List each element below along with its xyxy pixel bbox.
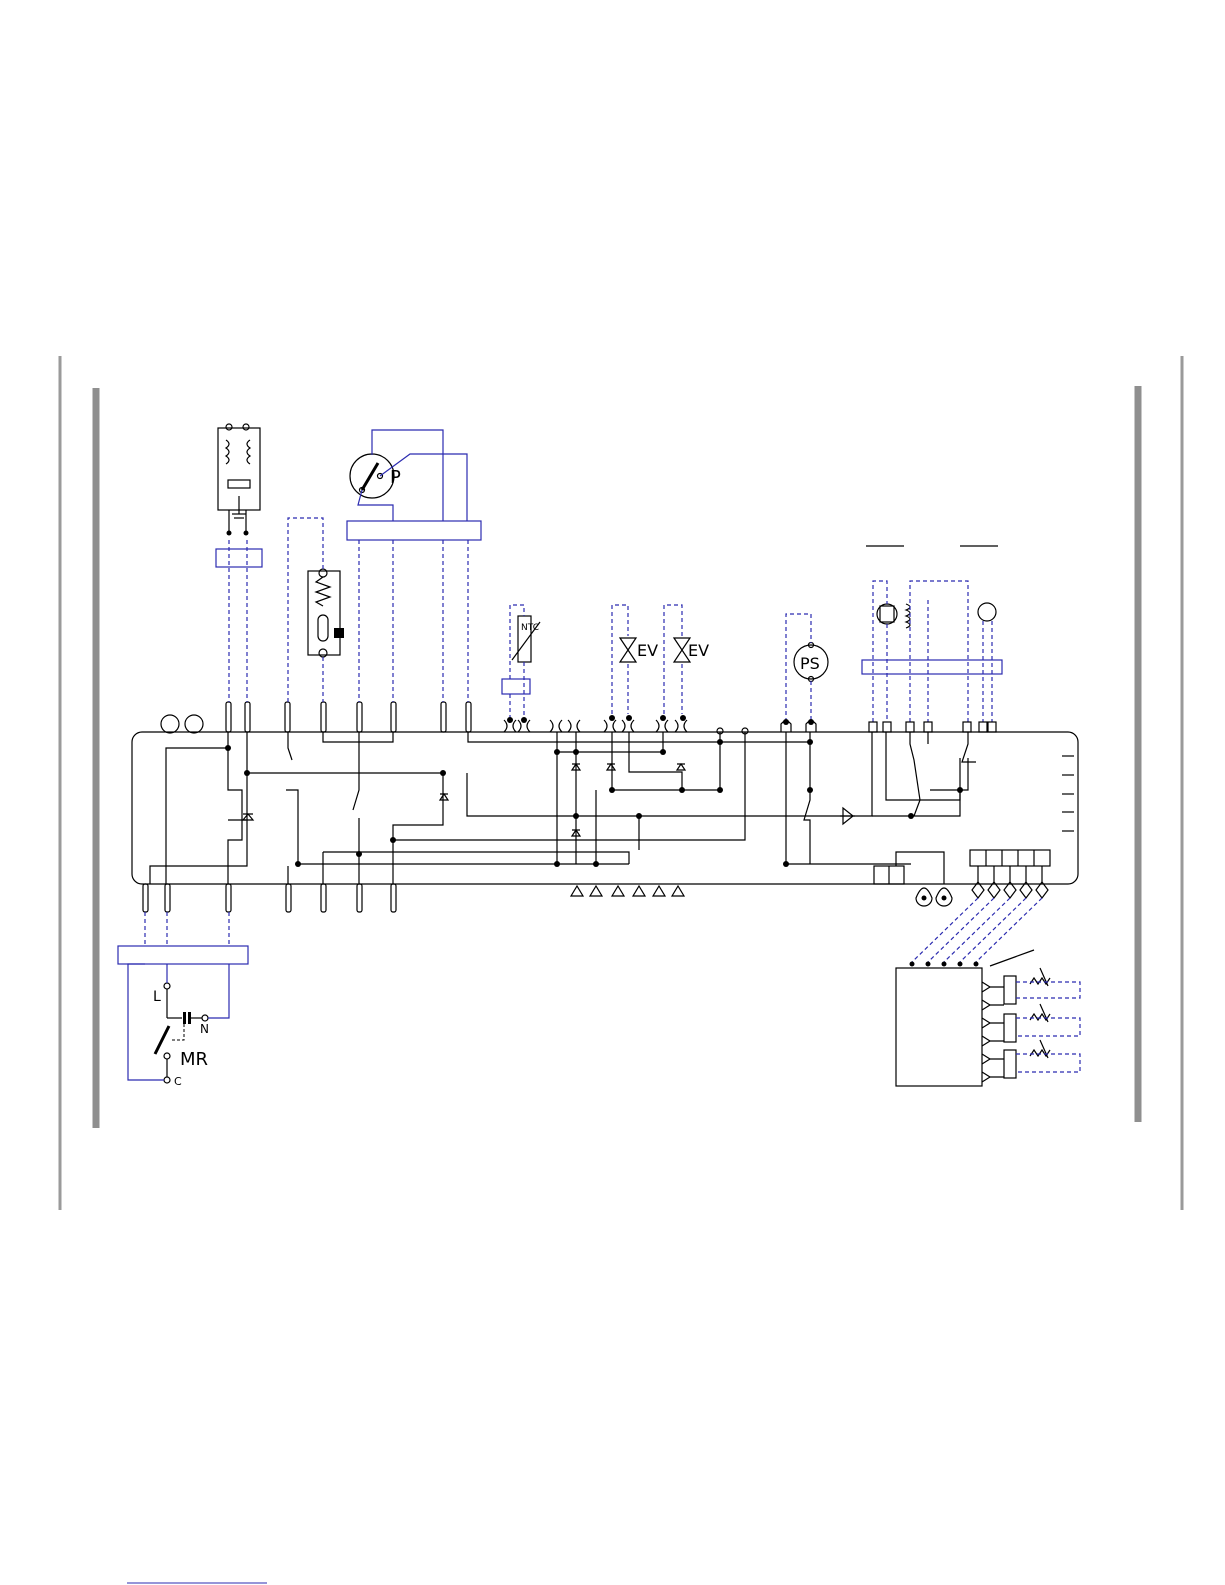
pump-pins <box>781 719 816 732</box>
transformer <box>218 424 260 536</box>
pump-label: PS <box>800 654 820 673</box>
ntc-label: NTC <box>521 623 539 633</box>
mains-relay: L N MR C <box>128 964 229 1088</box>
board-edge-contacts <box>1062 756 1074 831</box>
board-internal-wiring <box>150 732 976 884</box>
pump-motor: PS <box>794 643 828 682</box>
motor-connector <box>862 660 1002 674</box>
valve-1-label: EV <box>637 641 658 660</box>
socket-row <box>504 715 687 732</box>
ntc-sensor: NTC <box>512 616 540 662</box>
solenoid-valve-2: EV <box>674 638 709 662</box>
ntc-connector <box>502 679 530 694</box>
bottom-right-module <box>874 850 1050 906</box>
pressure-switch: P <box>350 454 401 498</box>
display-harness <box>912 898 1042 962</box>
mains-neutral-label: N <box>200 1022 209 1036</box>
control-board <box>132 732 1078 884</box>
bottom-triangle-terminals <box>571 886 684 896</box>
mains-line-label: L <box>153 989 161 1005</box>
heater-element <box>308 569 344 657</box>
valve-2-label: EV <box>688 641 709 660</box>
motor-pins <box>869 722 996 732</box>
solenoid-valve-1: EV <box>620 638 658 662</box>
board-indicator-circles <box>161 715 203 733</box>
transformer-connector <box>216 549 262 567</box>
motor-group <box>866 546 998 628</box>
mains-connector <box>118 946 248 964</box>
mains-relay-label: MR <box>180 1049 208 1070</box>
top-pins <box>226 702 471 732</box>
board-junctions <box>225 728 963 867</box>
pressure-switch-connector <box>347 521 481 540</box>
board-triacs <box>243 764 685 836</box>
pressure-switch-label: P <box>390 467 401 488</box>
display-module <box>896 950 1080 1086</box>
bottom-pins <box>143 884 396 912</box>
mains-common-label: C <box>174 1075 182 1088</box>
